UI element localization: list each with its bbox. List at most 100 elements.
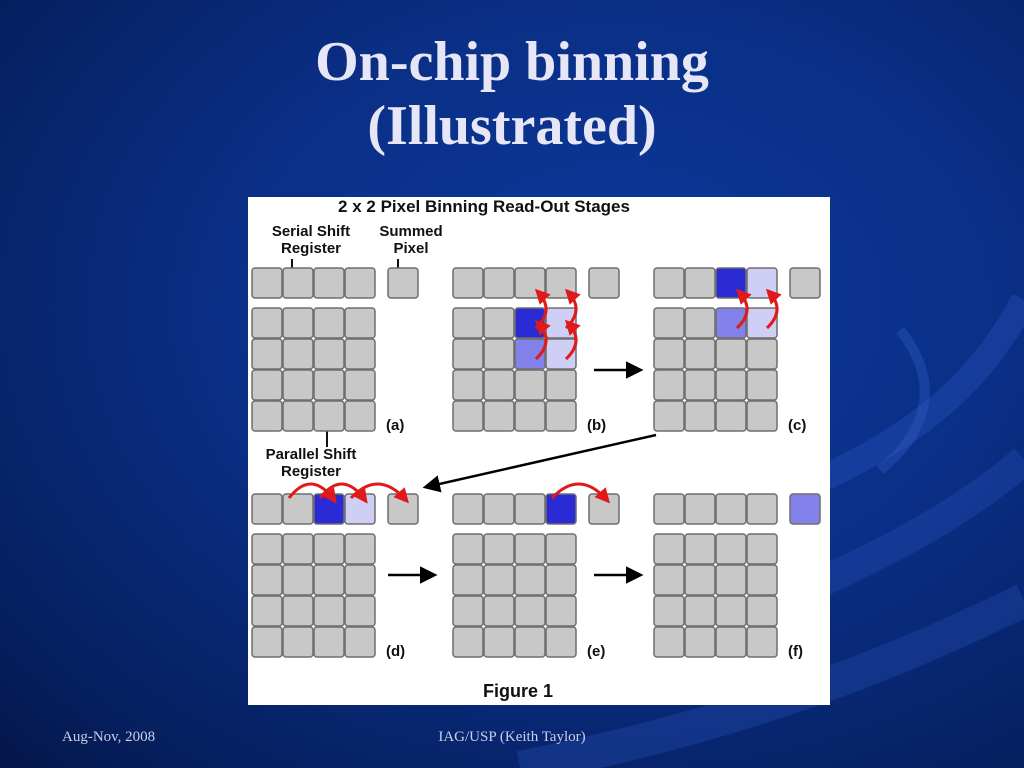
parallel-register-cell [483,369,515,401]
binning-figure: 2 x 2 Pixel Binning Read-Out Stages Seri… [248,197,830,705]
figure-heading: 2 x 2 Pixel Binning Read-Out Stages [338,197,630,216]
parallel-register-cell [483,400,515,432]
parallel-register-cell [282,564,314,596]
parallel-register-cell [514,595,546,627]
serial-shift-register-label-line-2: Register [281,240,341,257]
summed-pixel-label-line-2: Pixel [393,240,428,257]
parallel-register-cell [653,307,685,339]
parallel-register-cell [746,595,778,627]
serial-register-cell [746,267,778,299]
panel-label: (c) [788,417,806,434]
parallel-register-cell [483,307,515,339]
serial-register-cell [282,267,314,299]
parallel-register-cell [653,338,685,370]
parallel-register-cell [251,564,283,596]
parallel-register-cell [545,533,577,565]
serial-register-cell [653,267,685,299]
parallel-register-cell [684,626,716,658]
panel-label: (b) [587,417,606,434]
parallel-register-cell [746,564,778,596]
parallel-register-cell [313,626,345,658]
parallel-register-cell [251,307,283,339]
parallel-register-cell [344,564,376,596]
serial-shift-arrow [349,482,409,504]
parallel-register-cell [251,626,283,658]
footer-credit: IAG/USP (Keith Taylor) [438,729,586,745]
serial-register-cell [483,493,515,525]
parallel-register-cell [452,307,484,339]
parallel-register-cell [746,626,778,658]
parallel-register-cell [313,369,345,401]
parallel-register-cell [483,338,515,370]
parallel-register-cell [452,369,484,401]
parallel-register-cell [282,369,314,401]
serial-register-cell [545,493,577,525]
parallel-register-cell [452,400,484,432]
parallel-register-cell [545,595,577,627]
parallel-register-cell [746,307,778,339]
parallel-register-cell [684,595,716,627]
serial-register-cell [344,267,376,299]
parallel-register-cell [251,369,283,401]
summed-pixel-cell [588,267,620,299]
serial-register-cell [545,267,577,299]
parallel-register-cell [684,533,716,565]
footer-date: Aug-Nov, 2008 [62,729,156,745]
serial-register-cell [514,493,546,525]
shift-arrow [765,288,782,330]
parallel-register-cell [483,626,515,658]
parallel-register-cell [282,533,314,565]
parallel-register-cell [251,533,283,565]
parallel-register-cell [684,369,716,401]
serial-register-cell [282,493,314,525]
figure-caption: Figure 1 [483,681,553,701]
parallel-shift-register-label-line-1: Parallel Shift [266,446,357,463]
parallel-register-cell [746,533,778,565]
parallel-register-cell [653,595,685,627]
readout-stage-panel-6: (f) [653,493,821,660]
parallel-register-cell [514,338,546,370]
parallel-register-cell [313,400,345,432]
serial-register-cell [452,267,484,299]
parallel-register-cell [344,533,376,565]
parallel-register-cell [653,400,685,432]
parallel-register-cell [452,533,484,565]
parallel-register-cell [313,564,345,596]
parallel-register-cell [282,595,314,627]
serial-register-cell [251,267,283,299]
parallel-register-cell [653,369,685,401]
parallel-register-cell [282,338,314,370]
serial-shift-arrow [550,482,610,504]
parallel-register-cell [313,338,345,370]
parallel-register-cell [313,307,345,339]
panel-label: (f) [788,643,803,660]
parallel-register-cell [282,626,314,658]
parallel-register-cell [344,595,376,627]
panel-label: (a) [386,417,404,434]
parallel-register-cell [715,626,747,658]
parallel-register-cell [344,369,376,401]
parallel-register-cell [452,338,484,370]
readout-stage-panels: (a)(b)(c)(d)(e)(f) [251,267,821,660]
parallel-register-cell [684,400,716,432]
parallel-register-cell [452,626,484,658]
readout-stage-panel-2: (b) [452,267,620,434]
parallel-register-cell [483,533,515,565]
serial-register-cell [653,493,685,525]
serial-register-cell [313,267,345,299]
readout-stage-panel-5: (e) [452,482,620,660]
parallel-register-cell [684,338,716,370]
serial-register-cell [746,493,778,525]
parallel-register-cell [653,626,685,658]
parallel-register-cell [313,595,345,627]
serial-register-cell [452,493,484,525]
parallel-register-cell [653,564,685,596]
parallel-register-cell [715,369,747,401]
parallel-register-cell [715,400,747,432]
slide-title: On-chip binning (Illustrated) [0,30,1024,158]
serial-shift-register-label-line-1: Serial Shift [272,223,350,240]
serial-register-cell [313,493,345,525]
serial-shift-arrow [287,482,337,504]
parallel-register-cell [514,400,546,432]
parallel-register-cell [344,307,376,339]
